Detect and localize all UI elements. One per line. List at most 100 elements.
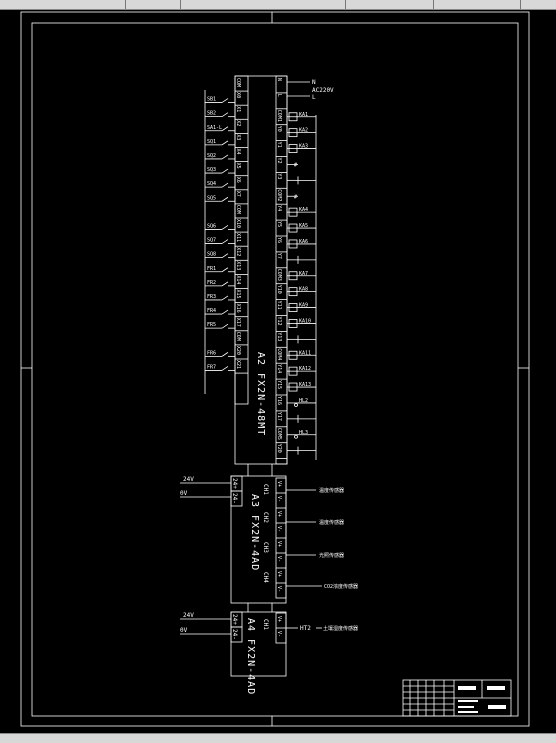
input-terminal-label: X7 <box>235 191 241 197</box>
relay-coil-icon <box>288 239 298 249</box>
a3-model: A3 FX2N-4AD <box>249 494 260 571</box>
output-terminal-label: Y13 <box>276 332 282 341</box>
output-load-label: KA7 <box>299 271 308 277</box>
input-switch-label: FR1 <box>207 266 216 272</box>
input-terminal-label: X1 <box>235 106 241 112</box>
power-ac-label: AC220V <box>312 87 334 94</box>
output-terminal-label: Y12 <box>276 317 282 326</box>
input-switch-contact <box>221 267 229 273</box>
output-terminal-label: Y0 <box>276 126 282 132</box>
a4-vminus: V- <box>276 631 282 637</box>
output-terminal-label: Y17 <box>276 412 282 421</box>
a4-24minus: 24- <box>231 629 238 640</box>
relay-coil-icon <box>288 287 298 297</box>
output-load-label: KA5 <box>299 223 308 229</box>
relay-coil-icon <box>288 366 298 376</box>
input-switch-contact <box>221 253 229 258</box>
input-terminal-label: X17 <box>235 318 241 327</box>
a3-v3plus: V+ <box>276 541 282 547</box>
plc-input-terminals: COMX0SB1X1SB2X2SA1-LX3SQ1X4SQ2X5SQ3X6SQ4… <box>204 78 248 394</box>
input-terminal-label: COM <box>235 205 241 214</box>
a3-sensor1: 温度传感器 <box>319 487 344 494</box>
input-switch-label: FR2 <box>207 280 216 286</box>
a3-v2plus: V+ <box>276 511 282 517</box>
input-switch-label: SB1 <box>207 97 216 103</box>
a3-ch4: CH4 <box>262 572 269 583</box>
input-switch-contact <box>221 295 229 301</box>
output-terminal-label: Y15 <box>276 380 282 389</box>
output-terminal-label: Y5 <box>276 221 282 227</box>
a3-sensor4: CO2浓度传感器 <box>324 583 358 590</box>
relay-coil-icon <box>288 128 298 138</box>
plc-main-model: A2 FX2N-48MT <box>255 352 266 436</box>
input-switch-label: SQ4 <box>207 181 216 187</box>
output-load-label: KA11 <box>299 350 311 356</box>
relay-coil-icon <box>288 207 298 217</box>
toolbar-separator <box>180 0 181 9</box>
output-load-label: HL2 <box>299 398 308 404</box>
input-terminal-label: COM <box>235 78 241 87</box>
input-terminal-label: X10 <box>235 219 241 228</box>
a3-0v-label: 0V <box>180 490 188 497</box>
power-n-label: N <box>312 79 316 86</box>
input-terminal-label: X0 <box>235 92 241 98</box>
output-load-label: KA1 <box>299 112 308 118</box>
input-switch-label: FR5 <box>207 322 216 328</box>
output-load-label: HL3 <box>299 430 308 436</box>
module-a4: 24+ 24- A4 FX2N-4AD CH1 V+ V- <box>230 611 287 695</box>
output-terminal-label: COM5 <box>276 428 282 440</box>
input-switch-label: SQ5 <box>207 195 216 201</box>
a4-model: A4 FX2N-4AD <box>245 618 256 695</box>
input-switch-contact <box>221 140 229 146</box>
output-terminal-label: Y14 <box>276 364 282 373</box>
output-terminal-label: COM3 <box>276 269 282 281</box>
relay-coil-icon <box>288 319 298 328</box>
output-terminal-label: Y4 <box>276 205 282 211</box>
plc-input-terminal-strip <box>234 75 249 405</box>
a3-sensor2: 温度传感器 <box>319 519 344 526</box>
output-terminal-label: L <box>276 94 282 97</box>
output-terminal-label: Y11 <box>276 301 282 310</box>
a4-24minus-terminal <box>230 626 243 643</box>
a4-sensor: 土壤湿度传感器 <box>323 625 358 632</box>
output-load-label: KA2 <box>299 128 308 134</box>
output-load-label: KA8 <box>299 287 308 293</box>
input-terminal-label: X21 <box>235 360 241 369</box>
input-terminal-label: COM <box>235 332 241 341</box>
input-switch-label: FR6 <box>207 350 216 356</box>
input-terminal-label: X12 <box>235 247 241 256</box>
input-switch-contact <box>221 168 229 174</box>
relay-coil-icon <box>288 350 298 360</box>
a3-v1plus: V+ <box>276 481 282 487</box>
a3-ch1: CH1 <box>262 484 269 495</box>
output-load-label: # <box>294 194 297 200</box>
output-terminal-label: COM2 <box>276 189 282 201</box>
output-load-label: KA10 <box>299 318 311 324</box>
a4-0v-label: 0V <box>180 627 188 634</box>
a3-24minus: 24- <box>231 493 238 504</box>
a4-24v-label: 24V <box>183 612 194 619</box>
output-load-label: KA9 <box>299 303 308 309</box>
output-terminal-label: Y3 <box>276 173 282 179</box>
relay-coil-icon <box>288 112 298 122</box>
a3-ch2: CH2 <box>262 512 269 523</box>
output-load-label: KA12 <box>299 366 311 372</box>
input-terminal-label: X11 <box>235 233 241 242</box>
input-terminal-label: X15 <box>235 290 241 299</box>
power-supply: N AC220V L <box>312 79 334 101</box>
input-switch-contact <box>221 281 229 287</box>
a3-ch3: CH3 <box>262 542 269 553</box>
output-terminal-label: Y7 <box>276 253 282 259</box>
input-switch-contact <box>221 154 229 160</box>
input-switch-contact <box>221 196 229 202</box>
input-switch-contact <box>221 98 229 103</box>
output-terminal-label: N <box>276 78 282 81</box>
a4-24plus: 24+ <box>231 614 238 625</box>
toolbar-separator <box>433 0 434 9</box>
input-terminal-label: X4 <box>235 149 241 155</box>
input-switch-label: FR3 <box>207 294 216 300</box>
power-l-label: L <box>312 94 316 101</box>
input-switch-label: FR4 <box>207 308 216 314</box>
input-switch-contact <box>221 352 229 357</box>
